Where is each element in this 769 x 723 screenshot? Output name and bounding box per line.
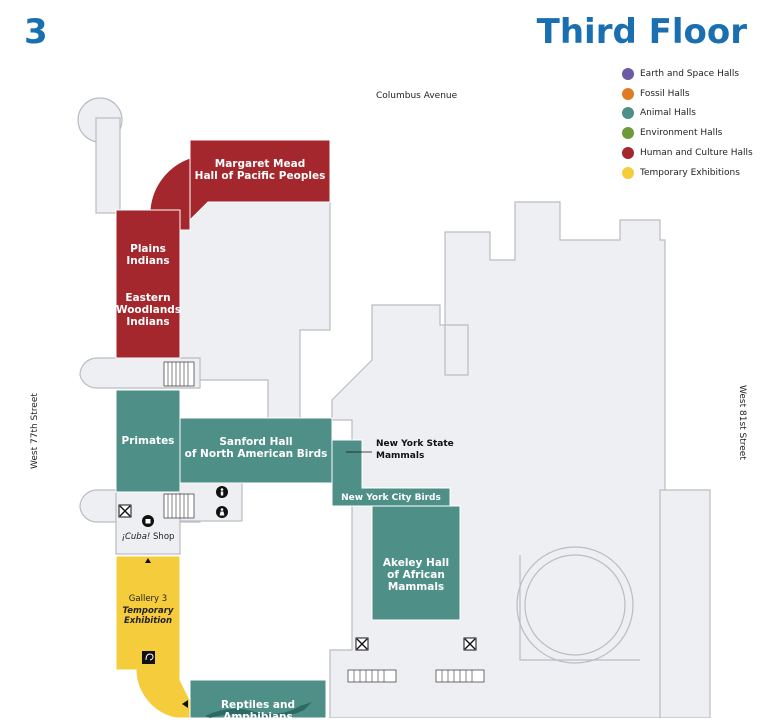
- hall-margaret-mead[interactable]: Margaret Mead Hall of Pacific Peoples: [194, 158, 326, 182]
- hall-primates[interactable]: Primates: [121, 435, 175, 447]
- shop-name-italic: ¡Cuba!: [121, 532, 151, 542]
- gallery-3-label[interactable]: Gallery 3: [128, 594, 168, 604]
- rotunda: [516, 546, 640, 664]
- legend-label: Animal Halls: [640, 108, 696, 119]
- animal-halls: [115, 389, 461, 718]
- street-west-81st: West 81st Street: [737, 385, 747, 460]
- restroom-women-icon: [216, 506, 228, 518]
- legend-item-fossil: Fossil Halls: [622, 84, 753, 104]
- hall-sanford-birds[interactable]: Sanford Hall of North American Birds: [184, 436, 328, 460]
- shop-icon: [142, 515, 154, 527]
- direction-arrow-icon: [145, 558, 188, 708]
- legend-item-temporary: Temporary Exhibitions: [622, 163, 753, 183]
- elevator-icon: [118, 504, 132, 518]
- legend-label: Temporary Exhibitions: [640, 167, 740, 178]
- elevator-icon: [463, 637, 477, 651]
- hall-akeley-african-mammals[interactable]: Akeley Hall of African Mammals: [382, 557, 450, 593]
- hall-plains-indians[interactable]: Plains Indians: [126, 243, 170, 267]
- legend-swatch: [622, 67, 634, 80]
- hall-eastern-woodlands[interactable]: Eastern Woodlands Indians: [116, 292, 182, 328]
- legend-swatch: [622, 87, 634, 100]
- legend: Earth and Space Halls Fossil Halls Anima…: [622, 64, 753, 183]
- floor-number: 3: [24, 12, 48, 52]
- legend-item-animal: Animal Halls: [622, 104, 753, 124]
- shop-name-rest: Shop: [150, 532, 175, 542]
- gallery-3-line3: Exhibition: [123, 616, 173, 626]
- elevator-icon: [355, 637, 369, 651]
- legend-swatch: [622, 107, 634, 120]
- legend-label: Human and Culture Halls: [640, 148, 753, 159]
- legend-item-earth-space: Earth and Space Halls: [622, 64, 753, 84]
- hall-reptiles-amphibians[interactable]: Reptiles and Amphibians: [220, 699, 296, 723]
- legend-label: Fossil Halls: [640, 88, 690, 99]
- gallery-3-line2: Temporary: [122, 606, 174, 616]
- legend-swatch: [622, 127, 634, 140]
- legend-label: Environment Halls: [640, 128, 723, 139]
- legend-swatch: [622, 166, 634, 179]
- human-culture-halls: [115, 139, 331, 359]
- legend-item-environment: Environment Halls: [622, 123, 753, 143]
- audio-guide-icon: [142, 651, 155, 664]
- label-nys-mammals[interactable]: New York State Mammals: [376, 439, 454, 461]
- restroom-men-icon: [216, 486, 228, 498]
- floor-title: Third Floor: [536, 12, 747, 52]
- legend-label: Earth and Space Halls: [640, 68, 740, 79]
- street-west-77th: West 77th Street: [30, 393, 40, 469]
- lizard-icon: [205, 702, 312, 718]
- shop-label[interactable]: ¡Cuba! Shop: [116, 532, 180, 542]
- legend-swatch: [622, 147, 634, 160]
- stair-lines: [167, 362, 473, 682]
- hall-nyc-birds[interactable]: New York City Birds: [341, 493, 441, 503]
- gallery-3-area: [115, 555, 191, 718]
- legend-item-human-culture: Human and Culture Halls: [622, 143, 753, 163]
- street-columbus-avenue: Columbus Avenue: [376, 91, 458, 101]
